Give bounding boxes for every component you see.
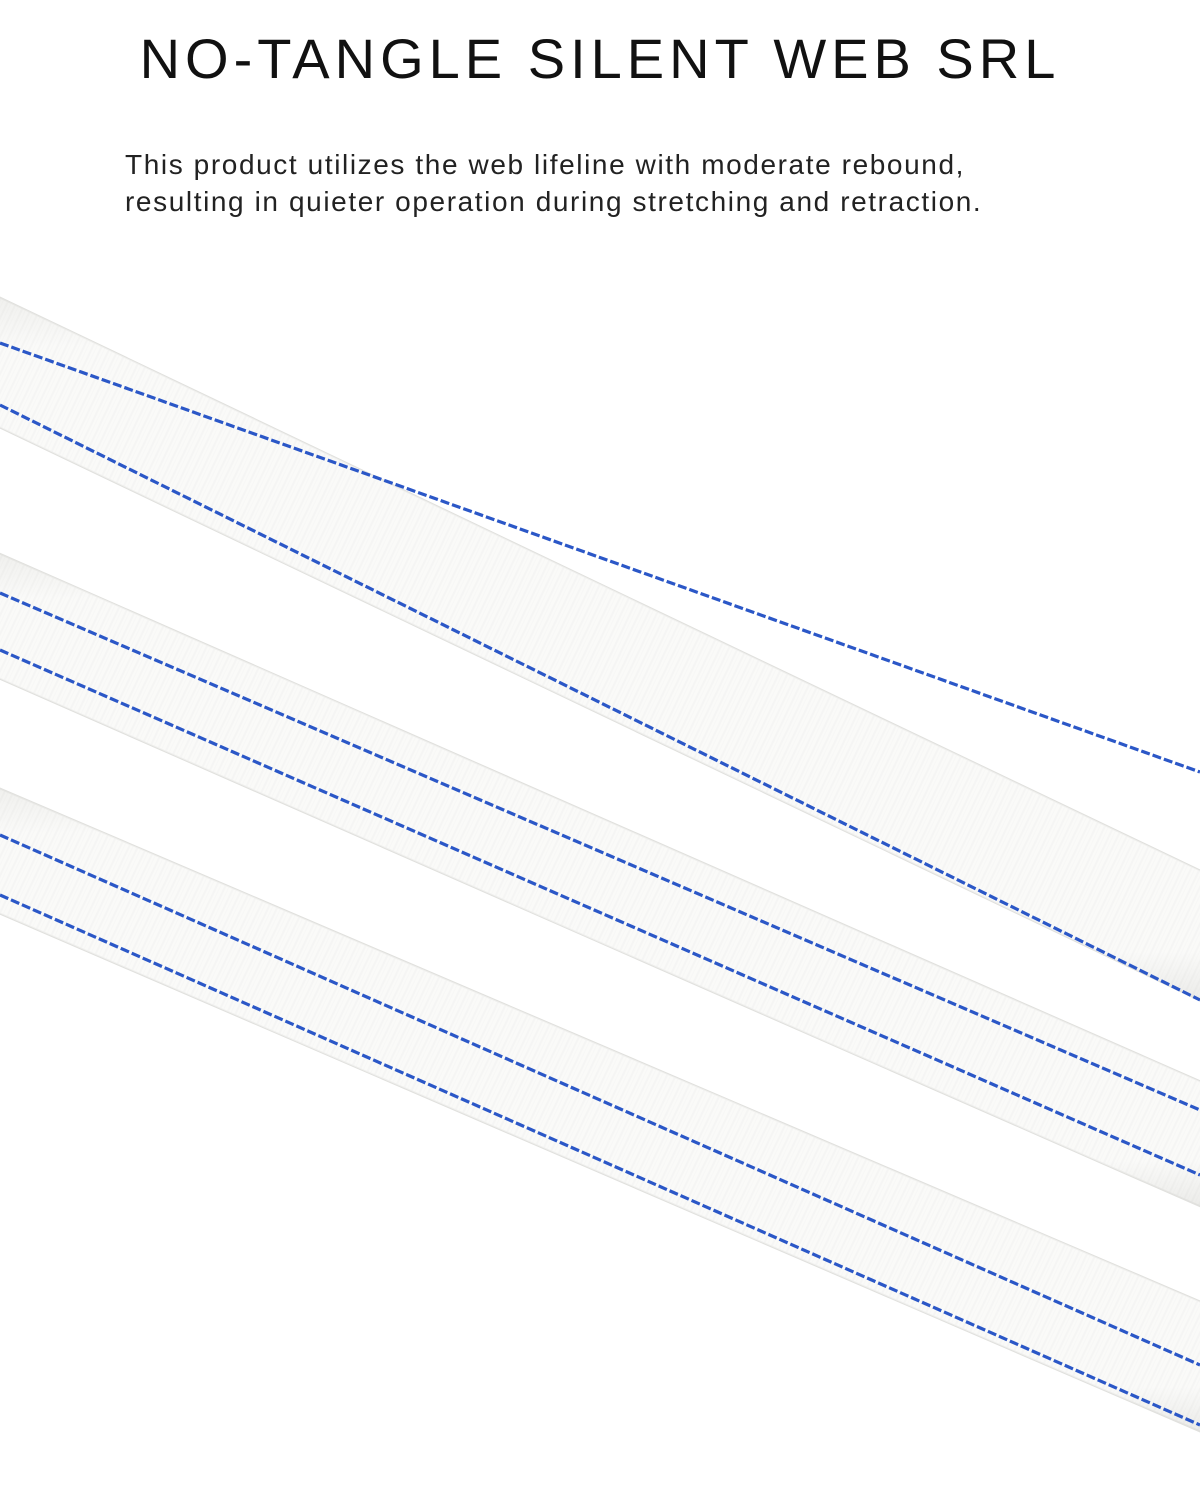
stitch-line: [0, 403, 1200, 1002]
webbing-strap-3: [0, 787, 1200, 1433]
description-line-2: resulting in quieter operation during st…: [125, 186, 983, 217]
stitch-line: [0, 648, 1200, 1177]
page-title: NO-TANGLE SILENT WEB SRL: [139, 27, 1061, 90]
header: NO-TANGLE SILENT WEB SRL This product ut…: [0, 0, 1200, 260]
description-line-1: This product utilizes the web lifeline w…: [125, 149, 965, 180]
webbing-strap-2: [0, 552, 1200, 1208]
stitch-line: [0, 341, 1200, 774]
stitch-line: [0, 591, 1200, 1112]
stitch-line: [0, 833, 1200, 1367]
stitch-line: [0, 893, 1200, 1427]
product-description: This product utilizes the web lifeline w…: [125, 146, 1125, 220]
webbing-strap-1: [0, 296, 1200, 1002]
